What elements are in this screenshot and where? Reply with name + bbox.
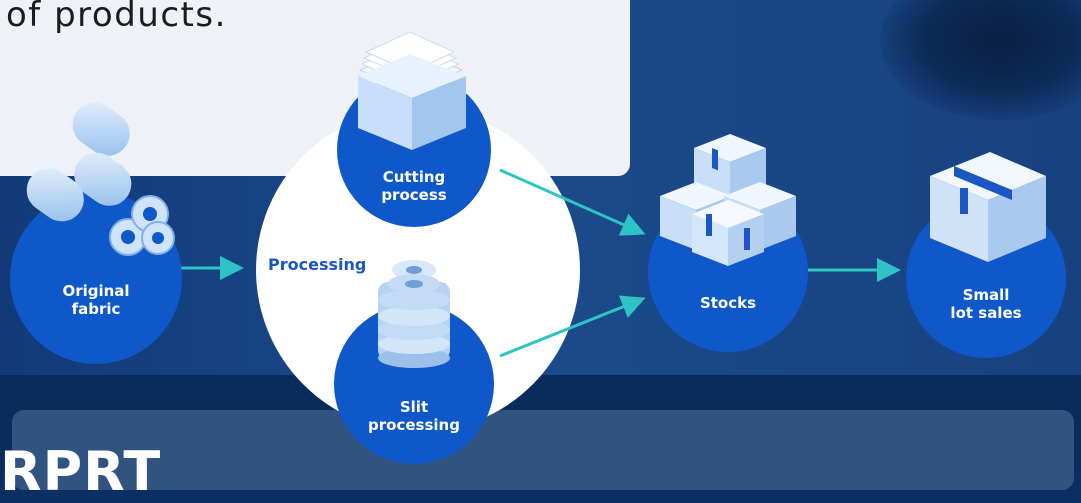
slit-rolls-icon [378,260,450,368]
processing-group-label: Processing [268,255,367,274]
node-label-cutting-process: Cutting process [381,168,447,204]
process-flow-diagram [10,31,1066,464]
node-slit-processing [334,304,494,464]
node-label-slit-processing: Slit processing [368,398,460,434]
node-label-stocks: Stocks [699,294,757,312]
node-label-original-fabric: Original fabric [62,282,130,318]
arrow-slit-to-stocks [499,295,646,358]
fabric-rolls-icon [26,102,175,256]
top-card-text: of products. [6,0,227,35]
arrow-cutting-to-stocks [499,168,646,236]
single-box-icon [930,152,1046,262]
node-label-small-lot-sales: Small lot sales [950,286,1022,322]
stacked-sheets-icon [358,31,466,150]
stacked-boxes-icon [660,134,796,266]
